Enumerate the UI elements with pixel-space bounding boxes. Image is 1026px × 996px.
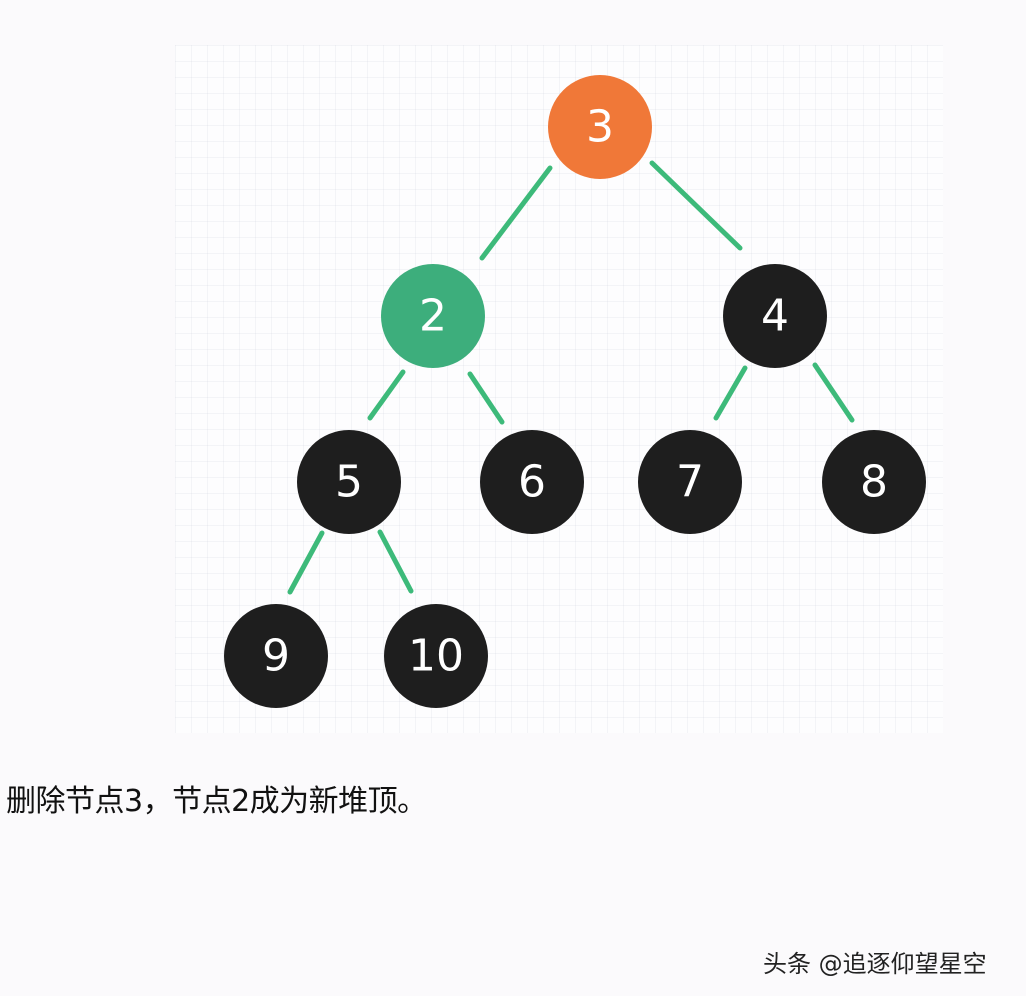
caption-text: 删除节点3，节点2成为新堆顶。 [6, 784, 427, 819]
tree-node-4: 4 [723, 264, 827, 368]
node-label: 2 [419, 291, 447, 342]
node-label: 6 [518, 457, 546, 508]
tree-node-3: 3 [548, 75, 652, 179]
edge-n2-n5 [367, 369, 406, 421]
node-label: 9 [262, 631, 290, 682]
node-label: 3 [586, 102, 614, 153]
node-label: 10 [408, 631, 464, 682]
node-circle [822, 430, 926, 534]
tree-node-10: 10 [384, 604, 488, 708]
tree-node-6: 6 [480, 430, 584, 534]
node-label: 7 [676, 457, 704, 508]
tree-node-8: 8 [822, 430, 926, 534]
tree-edges [287, 160, 855, 595]
node-label: 4 [761, 291, 789, 342]
tree-nodes: 3 2 4 5 6 7 8 9 10 [224, 75, 926, 708]
node-circle [638, 430, 742, 534]
edge-n5-n9 [287, 530, 325, 595]
edge-n4-n7 [713, 365, 748, 421]
node-circle [723, 264, 827, 368]
tree-node-7: 7 [638, 430, 742, 534]
edge-n2-n6 [467, 371, 505, 425]
node-circle [480, 430, 584, 534]
node-label: 8 [860, 457, 888, 508]
watermark-text: 头条 @追逐仰望星空 [763, 950, 987, 978]
tree-node-5: 5 [297, 430, 401, 534]
node-circle [224, 604, 328, 708]
edge-n4-n8 [812, 362, 855, 423]
edge-n3-n2 [479, 165, 553, 261]
node-circle [297, 430, 401, 534]
edge-n3-n4 [649, 160, 743, 251]
node-circle [384, 604, 488, 708]
node-label: 5 [335, 457, 363, 508]
tree-node-2: 2 [381, 264, 485, 368]
node-circle [381, 264, 485, 368]
edge-n5-n10 [377, 529, 414, 594]
node-circle [548, 75, 652, 179]
tree-node-9: 9 [224, 604, 328, 708]
